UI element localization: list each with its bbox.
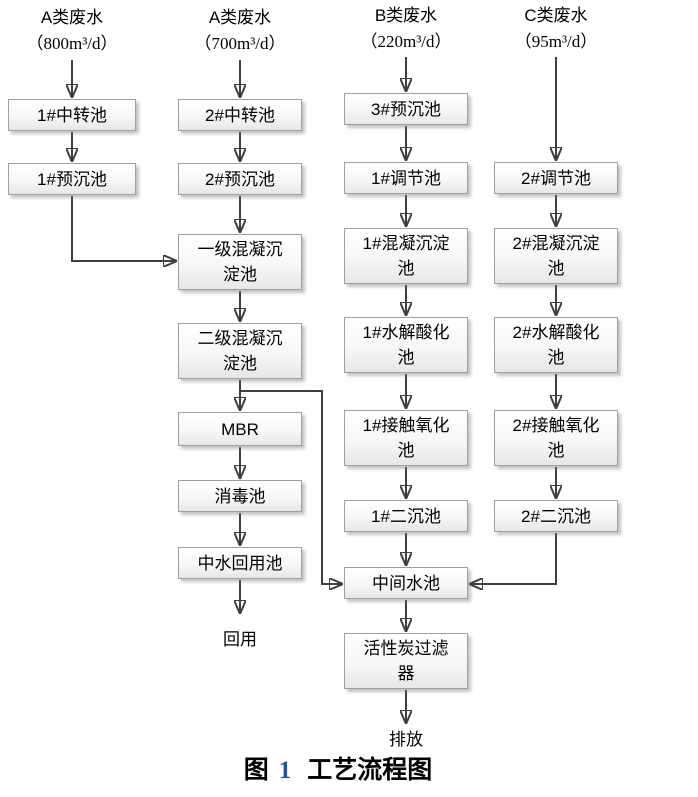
figure-caption-number: 1	[278, 757, 292, 784]
node-contact-oxidation-pool-2: 2#接触氧化池	[494, 410, 618, 466]
figure-caption-label: 图	[243, 756, 269, 784]
node-intermediate-water-pool: 中间水池	[344, 567, 468, 599]
node-activated-carbon-filter: 活性炭过滤器	[344, 633, 468, 689]
header-wastewater-a-700: A类废水 （700m³/d）	[178, 5, 302, 57]
node-primary-coagulation-sedimentation-pool: 一级混凝沉淀池	[178, 234, 302, 290]
node-disinfection-pool: 消毒池	[178, 480, 302, 512]
header-a700-flow: （700m³/d）	[194, 34, 286, 53]
node-pre-sedimentation-pool-1: 1#预沉池	[8, 163, 136, 195]
edge-secsed2-midpool	[471, 533, 557, 584]
node-regulating-pool-1: 1#调节池	[344, 162, 468, 194]
node-secondary-coagulation-sedimentation-pool: 二级混凝沉淀池	[178, 323, 302, 379]
header-c95-type: C类废水	[524, 6, 588, 25]
edge-coag2-midpool	[240, 390, 341, 584]
node-transfer-pool-1: 1#中转池	[8, 99, 136, 131]
node-regulating-pool-2: 2#调节池	[494, 162, 618, 194]
header-a800-flow: （800m³/d）	[26, 34, 118, 53]
header-wastewater-c-95: C类废水 （95m³/d）	[494, 3, 618, 55]
node-hydrolysis-acidification-pool-2: 2#水解酸化池	[494, 317, 618, 373]
header-a800-type: A类废水	[40, 8, 104, 27]
node-pre-sedimentation-pool-3: 3#预沉池	[344, 93, 468, 125]
edge-presed1-coag1	[71, 196, 175, 261]
node-pre-sedimentation-pool-2: 2#预沉池	[178, 163, 302, 195]
node-contact-oxidation-pool-1: 1#接触氧化池	[344, 410, 468, 466]
node-transfer-pool-2: 2#中转池	[178, 99, 302, 131]
node-reclaimed-water-reuse-pool: 中水回用池	[178, 547, 302, 579]
node-secondary-sedimentation-pool-2: 2#二沉池	[494, 500, 618, 532]
label-discharge: 排放	[389, 730, 423, 749]
figure-caption-title: 工艺流程图	[307, 756, 433, 784]
node-coagulation-sedimentation-pool-1: 1#混凝沉淀池	[344, 228, 468, 284]
header-c95-flow: （95m³/d）	[514, 32, 598, 51]
node-coagulation-sedimentation-pool-2: 2#混凝沉淀池	[494, 228, 618, 284]
label-reuse: 回用	[223, 630, 257, 649]
header-wastewater-b-220: B类废水 （220m³/d）	[344, 3, 468, 55]
header-a700-type: A类废水	[208, 8, 272, 27]
header-b220-flow: （220m³/d）	[360, 32, 452, 51]
node-hydrolysis-acidification-pool-1: 1#水解酸化池	[344, 317, 468, 373]
node-mbr: MBR	[178, 412, 302, 446]
node-secondary-sedimentation-pool-1: 1#二沉池	[344, 500, 468, 532]
header-wastewater-a-800: A类废水 （800m³/d）	[8, 5, 136, 57]
header-b220-type: B类废水	[374, 6, 438, 25]
